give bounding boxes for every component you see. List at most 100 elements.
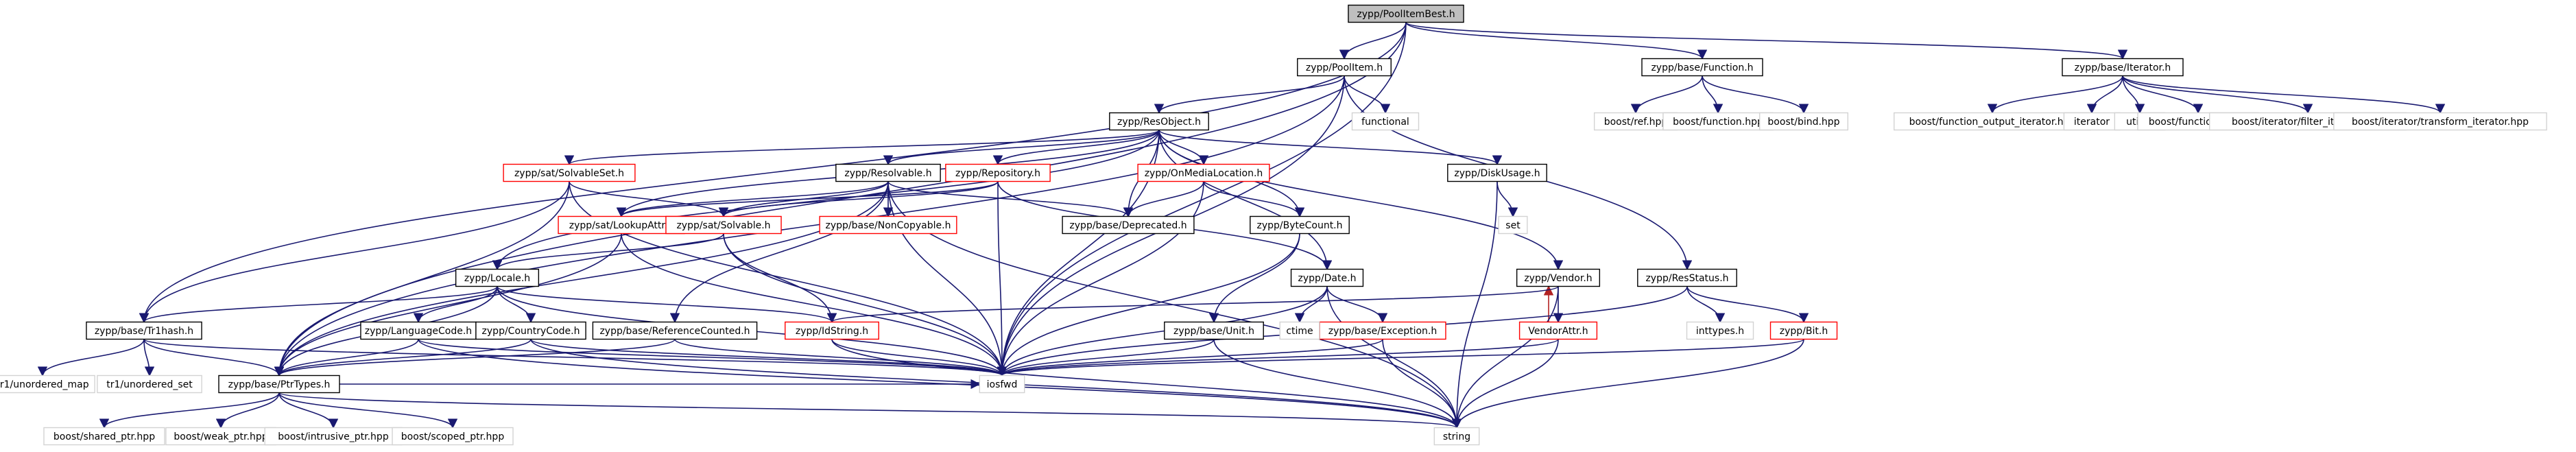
nodes-layer: zypp/PoolItemBest.h zypp/PoolItem.h zypp/b… — [0, 4, 2547, 446]
node-resobject[interactable]: zypp/ResObject.h — [1109, 112, 1209, 131]
node-tr1hash[interactable]: zypp/base/Tr1hash.h — [86, 321, 202, 340]
node-repository[interactable]: zypp/Repository.h — [945, 163, 1051, 182]
node-label: boost/shared_ptr.hpp — [53, 431, 155, 442]
edge-solvableset-to-solvable — [569, 181, 729, 217]
node-poolitem[interactable]: zypp/PoolItem.h — [1297, 58, 1392, 77]
node-label: zypp/base/Exception.h — [1328, 326, 1437, 337]
node-label: zypp/LanguageCode.h — [365, 326, 472, 337]
node-vendorattr[interactable]: VendorAttr.h — [1518, 321, 1598, 340]
node-box — [86, 321, 202, 340]
edge-countrycode-to-iosfwd — [530, 338, 1007, 377]
node-exception[interactable]: zypp/base/Exception.h — [1319, 321, 1446, 340]
node-inttypes: inttypes.h — [1686, 321, 1754, 340]
node-box — [1516, 268, 1601, 287]
node-box — [43, 427, 165, 446]
node-onmedialocation[interactable]: zypp/OnMediaLocation.h — [1137, 163, 1270, 182]
node-label: tr1/unordered_set — [106, 379, 193, 390]
node-box — [0, 374, 95, 394]
edge-resolvable-to-deprecated — [887, 181, 1134, 217]
edge-idstring-to-string — [831, 339, 1462, 429]
node-label: zypp/Bit.h — [1780, 326, 1828, 337]
node-refcounted[interactable]: zypp/base/ReferenceCounted.h — [592, 321, 758, 340]
edge-resobject-to-locale — [492, 130, 1160, 270]
node-box — [1348, 4, 1464, 23]
node-box — [1297, 58, 1392, 77]
node-countrycode[interactable]: zypp/CountryCode.h — [475, 321, 586, 340]
node-label: zypp/ResStatus.h — [1645, 273, 1728, 284]
edge-onmedialocation-to-bytecount — [1203, 181, 1305, 217]
node-idstring[interactable]: zypp/IdString.h — [785, 321, 879, 340]
node-vendor[interactable]: zypp/Vendor.h — [1516, 268, 1601, 287]
node-box — [475, 321, 586, 340]
edge-vendor-to-string — [1451, 286, 1559, 429]
node-box — [592, 321, 758, 340]
node-bit[interactable]: zypp/Bit.h — [1769, 321, 1838, 340]
node-languagecode[interactable]: zypp/LanguageCode.h — [360, 321, 477, 340]
edge-bytecount-to-iosfwd — [997, 233, 1300, 377]
edge-resobject-to-onmedialocation — [1158, 130, 1209, 165]
edge-solvable-to-locale — [492, 233, 724, 270]
node-box — [1498, 215, 1528, 235]
node-box — [819, 215, 957, 235]
edge-exception-to-string — [1382, 339, 1462, 429]
node-locale[interactable]: zypp/Locale.h — [455, 268, 540, 287]
node-string: string — [1433, 427, 1480, 446]
edge-onmedialocation-to-deprecated — [1123, 181, 1204, 217]
edge-unit-to-string — [1213, 339, 1462, 429]
edge-iterator-to-utility — [2122, 75, 2145, 114]
node-boost-function: boost/function.hpp — [1662, 112, 1774, 131]
edge-refcounted-to-iosfwd — [674, 338, 1007, 377]
node-box — [503, 163, 636, 182]
node-unordered-map: tr1/unordered_map — [0, 374, 95, 394]
node-weak-ptr: boost/weak_ptr.hpp — [165, 427, 276, 446]
edge-ptrtypes-to-intrusive-ptr — [278, 392, 339, 429]
node-label: zypp/OnMediaLocation.h — [1145, 168, 1263, 179]
edge-countrycode-to-ptrtypes — [274, 339, 532, 377]
node-ctime: ctime — [1279, 321, 1320, 340]
node-set: set — [1498, 215, 1528, 235]
node-unit[interactable]: zypp/base/Unit.h — [1164, 321, 1264, 340]
node-solvableset[interactable]: zypp/sat/SolvableSet.h — [503, 163, 636, 182]
edge-iterator-to-boost-functional — [2122, 75, 2204, 114]
edge-date-to-exception — [1326, 286, 1388, 323]
node-boost-transform: boost/iterator/transform_iterator.hpp — [2333, 112, 2547, 131]
node-box — [1279, 321, 1320, 340]
node-label: zypp/sat/Solvable.h — [676, 220, 770, 231]
node-resolvable[interactable]: zypp/Resolvable.h — [835, 163, 941, 182]
edge-ptrtypes-to-scoped-ptr — [278, 392, 458, 429]
edge-poolitem-to-resobject — [1154, 75, 1345, 114]
node-label: zypp/base/PtrTypes.h — [228, 379, 331, 390]
node-lookupattr[interactable]: zypp/sat/LookupAttr.h — [558, 215, 685, 235]
edge-tr1hash-to-unordered-set — [143, 339, 155, 377]
node-label: zypp/CountryCode.h — [482, 326, 580, 337]
edge-resobject-to-resolvable — [883, 130, 1160, 165]
node-diskusage[interactable]: zypp/DiskUsage.h — [1447, 163, 1547, 182]
edge-iterator-to-iterator-std — [2086, 75, 2123, 114]
node-box — [1109, 112, 1209, 131]
edge-resstatus-to-bit — [1686, 286, 1809, 323]
node-solvable[interactable]: zypp/sat/Solvable.h — [665, 215, 782, 235]
node-bytecount[interactable]: zypp/ByteCount.h — [1250, 215, 1350, 235]
node-root[interactable]: zypp/PoolItemBest.h — [1348, 4, 1464, 23]
node-function[interactable]: zypp/base/Function.h — [1641, 58, 1763, 77]
edge-solvable-to-iosfwd — [723, 233, 1007, 377]
node-label: zypp/Repository.h — [955, 168, 1040, 179]
node-noncopyable[interactable]: zypp/base/NonCopyable.h — [819, 215, 957, 235]
edge-exception-to-iosfwd — [997, 338, 1383, 377]
node-ptrtypes[interactable]: zypp/base/PtrTypes.h — [218, 374, 340, 394]
edge-solvableset-to-tr1hash — [139, 181, 570, 323]
edge-locale-to-languagecode — [413, 286, 498, 323]
node-label: zypp/PoolItemBest.h — [1357, 9, 1455, 20]
node-label: boost/weak_ptr.hpp — [174, 431, 267, 442]
node-deprecated[interactable]: zypp/base/Deprecated.h — [1062, 215, 1195, 235]
edge-repository-to-iosfwd — [997, 181, 1007, 377]
node-label: zypp/IdString.h — [796, 326, 868, 337]
edge-resolvable-to-lookupattr — [616, 181, 889, 217]
node-resstatus[interactable]: zypp/ResStatus.h — [1637, 268, 1737, 287]
node-iterator[interactable]: zypp/base/Iterator.h — [2062, 58, 2184, 77]
node-date[interactable]: zypp/Date.h — [1290, 268, 1364, 287]
node-label: zypp/Date.h — [1298, 273, 1357, 284]
node-label: zypp/base/Unit.h — [1173, 326, 1254, 337]
edge-tr1hash-to-iosfwd — [143, 338, 1007, 377]
